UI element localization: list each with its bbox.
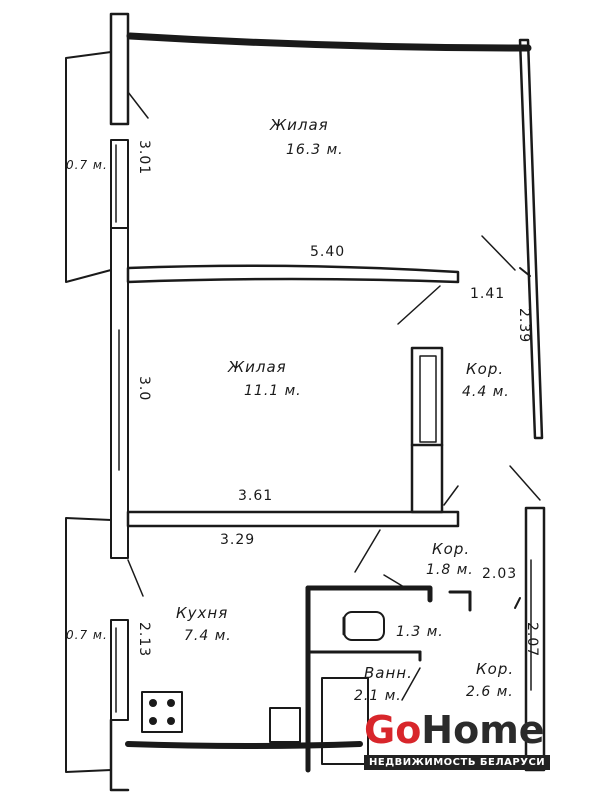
room-name-corridor-1: Кор. <box>466 360 505 378</box>
room-name-kitchen: Кухня <box>176 604 229 622</box>
wall-540 <box>126 264 460 284</box>
room-area-corridor-3: 2.6 м. <box>466 684 514 700</box>
room-name-bathroom: Ванн. <box>364 664 413 682</box>
logo-wordmark: GoHome <box>364 710 554 750</box>
bathtub-icon <box>321 677 369 765</box>
left-wall-top <box>109 12 130 126</box>
sink-icon <box>269 707 301 743</box>
room-area-corridor-2: 1.8 м. <box>426 562 474 578</box>
left-wall-window-1 <box>110 139 129 229</box>
dimension-2-07: 2.07 <box>524 622 540 658</box>
dimension-3-0: 3.0 <box>136 376 152 402</box>
dimension-3-01: 3.01 <box>136 140 152 176</box>
wall-361 <box>126 510 460 528</box>
dimension-2-39: 2.39 <box>516 308 532 344</box>
room-name-corridor-3: Кор. <box>476 660 515 678</box>
room-area-living-1: 16.3 м. <box>286 142 344 158</box>
bath-block <box>305 585 433 603</box>
room-area-corridor-1: 4.4 м. <box>462 384 510 400</box>
toilet-icon <box>343 611 385 641</box>
right-wall-upper <box>518 38 544 440</box>
balcony-top <box>65 51 112 283</box>
dimension-2-13: 2.13 <box>136 622 152 658</box>
wardrobe <box>410 346 444 514</box>
room-area-bathroom: 2.1 м. <box>354 688 402 704</box>
left-wall-window-2 <box>110 619 129 721</box>
room-name-living-2: Жилая <box>228 358 287 376</box>
gohome-logo: GoHome НЕДВИЖИМОСТЬ БЕЛАРУСИ <box>364 710 554 772</box>
logo-tagline: НЕДВИЖИМОСТЬ БЕЛАРУСИ <box>364 755 551 770</box>
right-wall-lower <box>524 506 546 772</box>
dimension-3-61: 3.61 <box>238 488 274 504</box>
outer-wall-top <box>126 32 532 52</box>
outer-wall-bottom <box>125 741 363 749</box>
room-name-corridor-2: Кор. <box>432 540 471 558</box>
logo-home: Home <box>421 708 545 752</box>
area-balcony-bottom: 0.7 м. <box>66 628 108 642</box>
dimension-3-29: 3.29 <box>220 532 256 548</box>
room-area-kitchen: 7.4 м. <box>184 628 232 644</box>
dimension-5-40: 5.40 <box>310 244 346 260</box>
stove-icon <box>141 691 183 733</box>
left-wall-mid <box>110 227 129 559</box>
balcony-bottom <box>65 517 112 773</box>
area-balcony-top: 0.7 м. <box>66 158 108 172</box>
dimension-1-41: 1.41 <box>470 286 506 302</box>
logo-go: Go <box>364 708 422 752</box>
left-wall-bottom <box>109 718 130 792</box>
dimension-2-03: 2.03 <box>482 566 518 582</box>
room-name-living-1: Жилая <box>270 116 329 134</box>
room-area-living-2: 11.1 м. <box>244 383 302 399</box>
area-wc: 1.3 м. <box>396 624 444 640</box>
